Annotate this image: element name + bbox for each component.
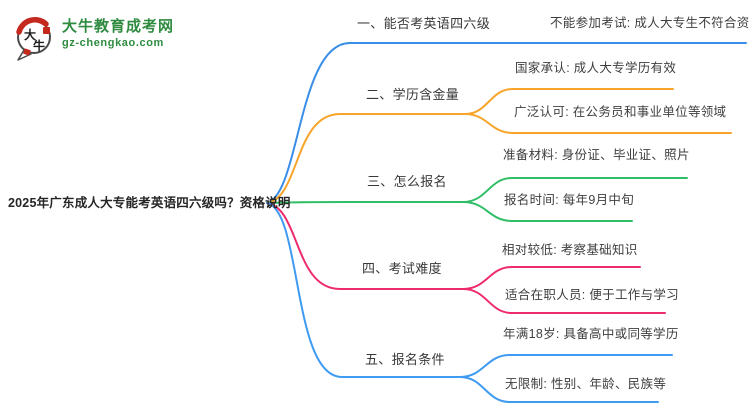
branch-2-topic: 二、学历含金量 (366, 87, 460, 102)
branch-3-topic: 三、怎么报名 (367, 174, 447, 189)
site-logo: 大 牛 大牛教育成考网 gz-chengkao.com (12, 12, 182, 62)
logo-bubble-icon: 大 牛 (16, 17, 51, 61)
site-domain: gz-chengkao.com (62, 37, 164, 49)
branch-5-child-2: 无限制: 性别、年龄、民族等 (505, 377, 667, 391)
branch-2-child-2: 广泛认可: 在公务员和事业单位等领域 (514, 105, 727, 119)
branch-5-child-1-line (459, 354, 673, 378)
branch-2-child-1: 国家承认: 成人大专学历有效 (515, 61, 677, 75)
branch-4-topic: 四、考试难度 (362, 261, 442, 276)
logo-text-block: 大牛教育成考网 gz-chengkao.com (62, 17, 174, 50)
branch-3-child-2: 报名时间: 每年9月中旬 (504, 193, 634, 207)
branch-5-child-1: 年满18岁: 具备高中或同等学历 (503, 327, 679, 341)
logo-icon-char-bottom: 牛 (33, 38, 45, 53)
logo-icon-char-top: 大 (24, 27, 36, 42)
branch-1-child-1: 不能参加考试: 成人大专生不符合资格 (550, 16, 750, 30)
logo-seal-icon (43, 27, 50, 34)
branch-4-child-2: 适合在职人员: 便于工作与学习 (505, 288, 679, 302)
branch-4-child-1-line (462, 266, 641, 290)
branch-4-child-1: 相对较低: 考察基础知识 (502, 243, 638, 257)
branch-5-topic: 五、报名条件 (365, 352, 445, 367)
branch-1-topic: 一、能否考英语四六级 (357, 16, 491, 31)
central-topic: 2025年广东成人大专能考英语四六级吗？资格说明 (8, 196, 291, 210)
branch-3-trunk-line (266, 201, 464, 204)
branch-3-child-1: 准备材料: 身份证、毕业证、照片 (503, 148, 690, 162)
site-name: 大牛教育成考网 (62, 18, 175, 35)
